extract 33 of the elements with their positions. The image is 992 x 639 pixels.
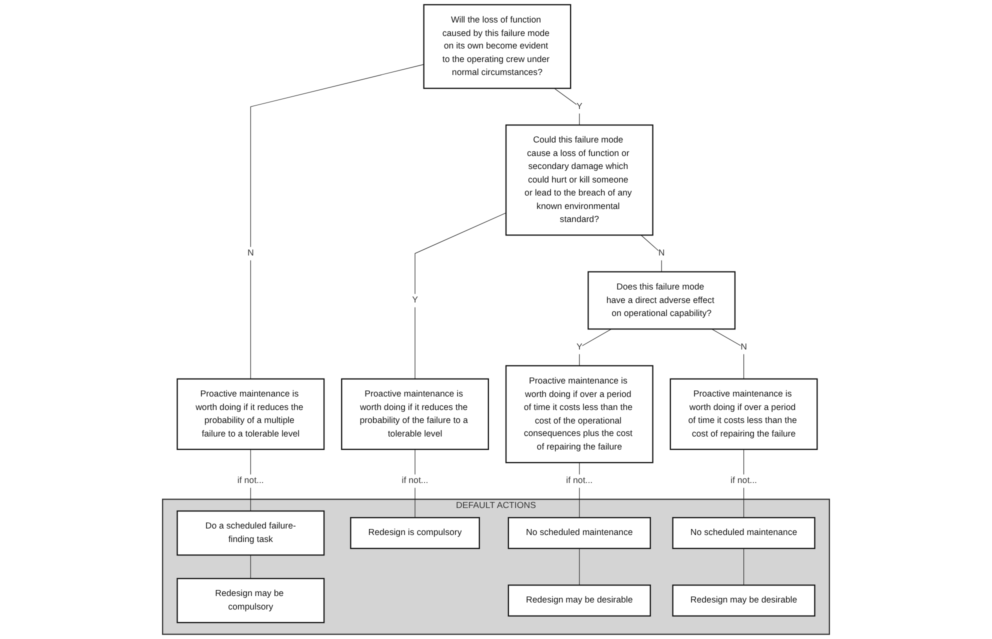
- connector: [711, 328, 744, 380]
- edge-label: Y: [412, 294, 418, 305]
- node-box: Will the loss of function caused by this failure mode on its own become evident to the operating crew under normal circumstances?: [423, 4, 572, 89]
- node-box: Do a scheduled failure-finding task: [176, 510, 325, 556]
- connector: [579, 328, 612, 366]
- node-box: Could this failure mode cause a loss of function or secondary damage which could hurt or kill someone or lead to the breach of any known environmental standard?: [505, 124, 654, 236]
- connector: [579, 548, 580, 586]
- node-box: Proactive maintenance is worth doing if it reduces the probability of a multiple failure to a tolerable level: [176, 378, 325, 450]
- edge-label: N: [247, 248, 254, 258]
- edge-label: if not...: [402, 476, 428, 486]
- connector: [414, 212, 506, 380]
- edge-label: Y: [576, 342, 582, 352]
- edge-label: N: [658, 248, 665, 258]
- node-box: Redesign may be compulsory: [176, 578, 325, 624]
- connector: [554, 88, 580, 126]
- connector: [250, 64, 424, 380]
- edge-label: if not...: [237, 476, 264, 486]
- node-box: Redesign is compulsory: [350, 517, 480, 550]
- connector: [743, 548, 744, 586]
- edge-label: N: [740, 342, 747, 352]
- node-box: Redesign may be desirable: [672, 584, 816, 617]
- node-box: Redesign may be desirable: [508, 584, 651, 617]
- node-box: Proactive maintenance is worth doing if it reduces the probability of the failure to a tolerable level: [341, 378, 489, 450]
- edge-label: if not...: [566, 476, 593, 486]
- edge-label: if not...: [730, 476, 757, 486]
- node-box: Proactive maintenance is worth doing if over a period of time it costs less than the cost of the operational consequences plus the cost of repairing the failure: [505, 365, 654, 464]
- connector: [640, 234, 662, 272]
- node-box: Does this failure mode have a direct adverse effect on operational capability?: [588, 271, 736, 330]
- connector: [250, 554, 251, 579]
- node-box: Proactive maintenance is worth doing if over a period of time it costs less than the cost of repairing the failure: [670, 378, 818, 450]
- node-box: No scheduled maintenance: [672, 517, 816, 550]
- edge-label: Y: [576, 101, 582, 112]
- node-box: No scheduled maintenance: [508, 517, 651, 550]
